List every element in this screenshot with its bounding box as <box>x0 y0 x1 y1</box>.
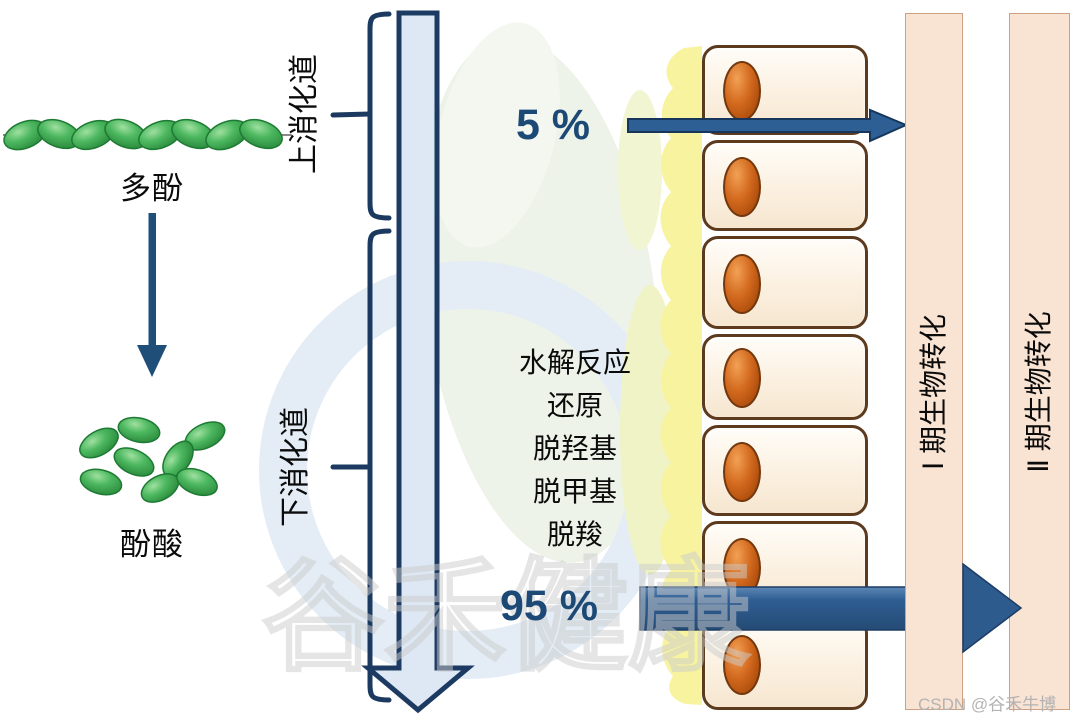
reaction-line: 脱羧 <box>546 519 603 550</box>
phase1-label: Ⅰ 期生物转化 <box>918 313 949 471</box>
phenolic-acid-label: 酚酸 <box>120 527 184 562</box>
phenolic-acid-cluster-icon <box>79 416 226 503</box>
csdn-credit-watermark: CSDN @谷禾牛博 <box>918 695 1057 714</box>
reaction-line: 还原 <box>546 390 603 421</box>
polyphenol-chain-icon <box>3 118 292 151</box>
mucus-layer-icon <box>660 46 702 705</box>
epithelial-cell <box>702 236 868 329</box>
microbial-reactions-list: 水解反应 还原 脱羟基 脱甲基 脱羧 <box>470 341 680 556</box>
phase2-label: Ⅱ 期生物转化 <box>1023 311 1054 473</box>
cell-nucleus-icon <box>723 634 761 695</box>
polyphenol-label: 多酚 <box>120 171 184 206</box>
reaction-line: 脱甲基 <box>532 476 617 507</box>
cell-nucleus-icon <box>723 441 761 502</box>
phase1-bar <box>905 13 963 710</box>
epithelial-cell <box>702 425 868 516</box>
epithelial-cell <box>702 334 868 420</box>
conversion-down-arrow-icon <box>137 213 167 377</box>
lower-tract-label: 下消化道 <box>279 407 312 527</box>
cell-nucleus-icon <box>723 156 761 217</box>
phase2-bar <box>1009 13 1070 710</box>
upper-tract-label: 上消化道 <box>288 54 321 174</box>
tract-brackets <box>330 11 392 703</box>
cell-nucleus-icon <box>723 61 761 121</box>
five-percent-arrow-icon <box>627 108 909 143</box>
cell-nucleus-icon <box>723 348 761 408</box>
reaction-line: 水解反应 <box>518 347 631 378</box>
five-percent-label: 5 % <box>515 101 591 149</box>
epithelial-cell <box>702 140 868 231</box>
epithelial-cell <box>702 617 868 710</box>
cell-nucleus-icon <box>723 253 761 314</box>
reaction-line: 脱羟基 <box>532 433 617 464</box>
digestive-transit-big-arrow-icon <box>361 10 475 714</box>
ninetyfive-percent-label: 95 % <box>499 582 598 630</box>
